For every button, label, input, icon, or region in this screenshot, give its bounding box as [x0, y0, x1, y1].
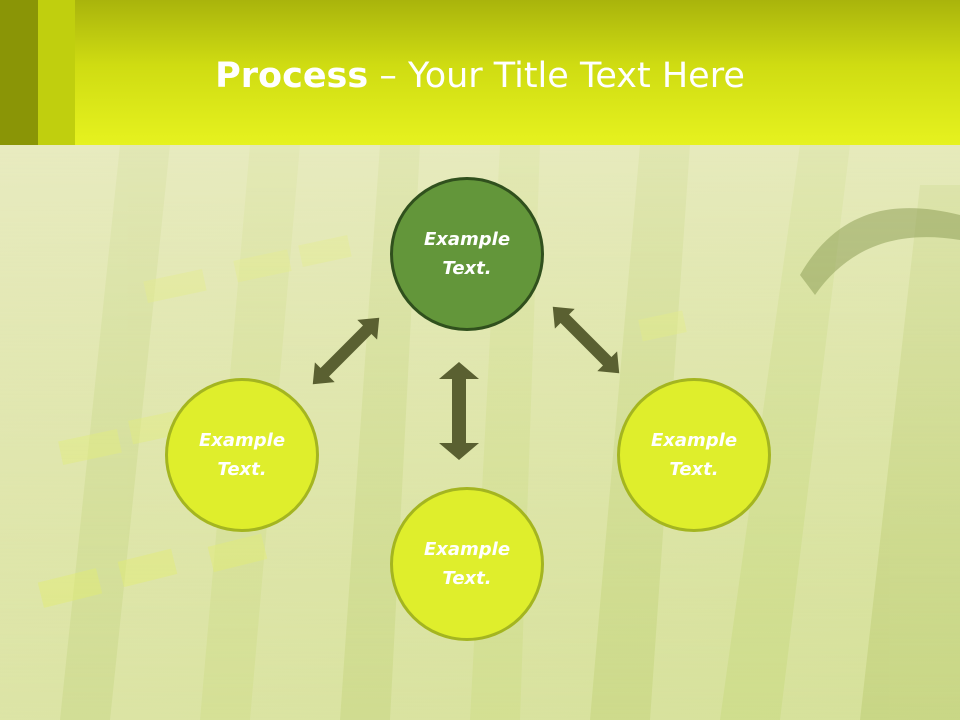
title-bar: Process – Your Title Text Here — [0, 0, 960, 145]
node-text-line1: Example — [650, 430, 738, 451]
node-text-line1: Example — [423, 229, 511, 250]
double-arrow-right — [552, 306, 620, 374]
node-text-line2: Text. — [217, 459, 267, 480]
process-node-center[interactable]: Example Text. — [390, 177, 544, 331]
node-text-line2: Text. — [442, 258, 492, 279]
process-node-bottom[interactable]: Example Text. — [390, 487, 544, 641]
slide-title[interactable]: Process – Your Title Text Here — [0, 54, 960, 98]
double-arrow-vertical — [439, 362, 479, 460]
node-text-line1: Example — [198, 430, 286, 451]
process-node-left[interactable]: Example Text. — [165, 378, 319, 532]
title-regular-part: – Your Title Text Here — [368, 56, 745, 96]
title-bold-part: Process — [215, 56, 369, 96]
node-text-line1: Example — [423, 539, 511, 560]
double-arrow-left — [312, 317, 380, 385]
header-accent-stripe-dark — [0, 0, 38, 145]
node-text-line2: Text. — [442, 568, 492, 589]
process-node-right[interactable]: Example Text. — [617, 378, 771, 532]
node-text-line2: Text. — [669, 459, 719, 480]
header-accent-stripe-light — [38, 0, 75, 145]
